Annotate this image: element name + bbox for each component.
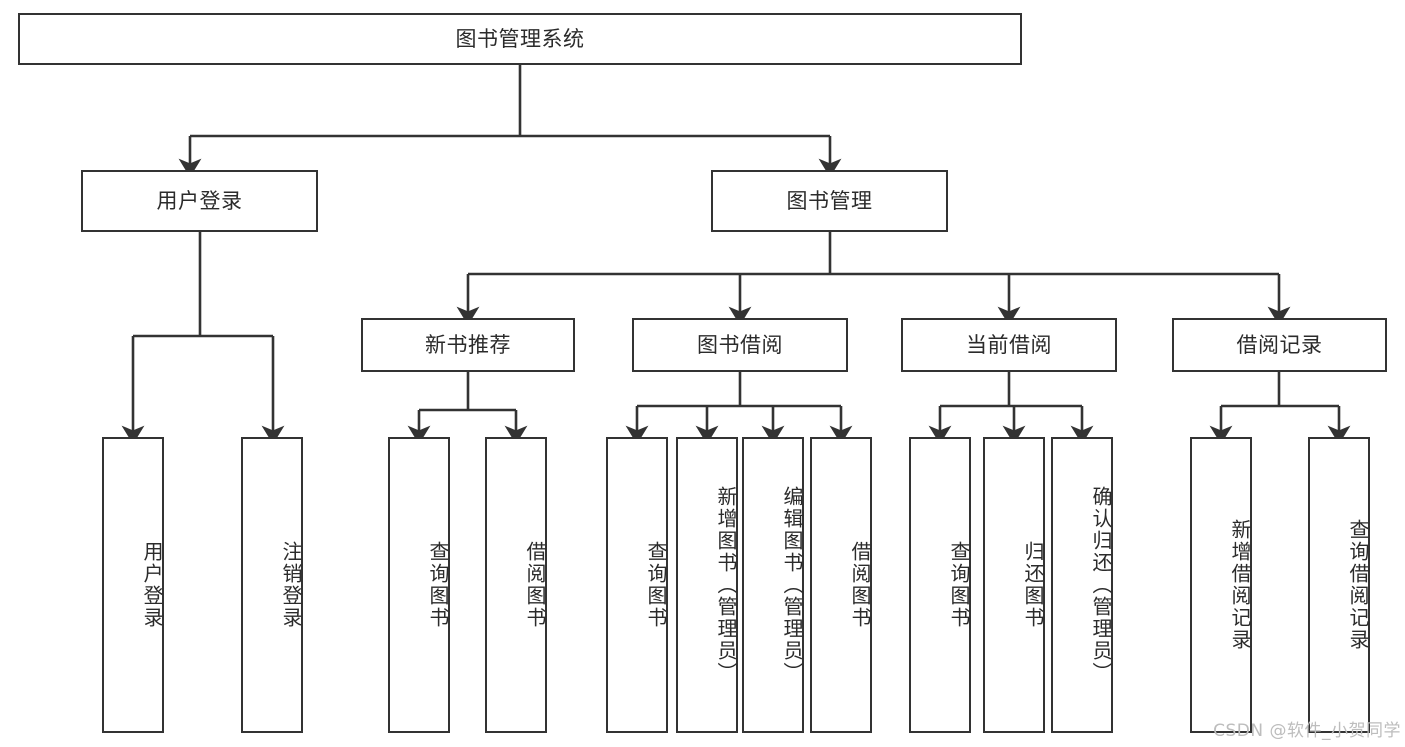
- node-leaf-add-borrow-record-label: 新增借阅记录: [1228, 519, 1252, 651]
- node-book-manage[interactable]: 图书管理: [711, 170, 948, 232]
- node-leaf-user-login-label: 用户登录: [140, 541, 164, 629]
- node-leaf-add-borrow-record[interactable]: 新增借阅记录: [1190, 437, 1252, 733]
- node-leaf-borrow-book[interactable]: 借阅图书: [810, 437, 872, 733]
- node-leaf-query-borrow-record[interactable]: 查询借阅记录: [1308, 437, 1370, 733]
- node-leaf-query-borrow-record-label: 查询借阅记录: [1346, 519, 1370, 651]
- node-leaf-user-login[interactable]: 用户登录: [102, 437, 164, 733]
- node-current-borrow-label: 当前借阅: [966, 332, 1052, 357]
- node-book-borrow-label: 图书借阅: [697, 332, 783, 357]
- node-root-system[interactable]: 图书管理系统: [18, 13, 1022, 65]
- node-new-book-recommend-label: 新书推荐: [425, 332, 511, 357]
- node-leaf-query-book-current[interactable]: 查询图书: [909, 437, 971, 733]
- node-leaf-borrow-book-recommend[interactable]: 借阅图书: [485, 437, 547, 733]
- node-leaf-edit-book-admin-label: 编辑图书（管理员）: [780, 486, 804, 684]
- node-root-label: 图书管理系统: [455, 26, 585, 51]
- node-borrow-record-label: 借阅记录: [1236, 332, 1323, 357]
- node-book-manage-label: 图书管理: [786, 188, 873, 213]
- node-leaf-return-book[interactable]: 归还图书: [983, 437, 1045, 733]
- node-leaf-return-book-label: 归还图书: [1021, 541, 1045, 629]
- node-leaf-confirm-return-admin[interactable]: 确认归还（管理员）: [1051, 437, 1113, 733]
- watermark-text: CSDN @软件_小贺同学: [1213, 721, 1401, 741]
- node-user-login[interactable]: 用户登录: [81, 170, 318, 232]
- node-new-book-recommend[interactable]: 新书推荐: [361, 318, 575, 372]
- node-leaf-confirm-return-admin-label: 确认归还（管理员）: [1089, 486, 1113, 684]
- node-leaf-user-logout-label: 注销登录: [279, 541, 303, 629]
- node-current-borrow[interactable]: 当前借阅: [901, 318, 1117, 372]
- node-user-login-label: 用户登录: [156, 188, 243, 213]
- node-book-borrow[interactable]: 图书借阅: [632, 318, 848, 372]
- node-leaf-query-book-recommend-label: 查询图书: [426, 541, 450, 629]
- node-leaf-query-book-borrow-label: 查询图书: [644, 541, 668, 629]
- node-leaf-add-book-admin[interactable]: 新增图书（管理员）: [676, 437, 738, 733]
- node-leaf-query-book-recommend[interactable]: 查询图书: [388, 437, 450, 733]
- node-leaf-query-book-borrow[interactable]: 查询图书: [606, 437, 668, 733]
- node-leaf-borrow-book-recommend-label: 借阅图书: [523, 541, 547, 629]
- node-borrow-record[interactable]: 借阅记录: [1172, 318, 1387, 372]
- node-leaf-borrow-book-label: 借阅图书: [848, 541, 872, 629]
- node-leaf-query-book-current-label: 查询图书: [947, 541, 971, 629]
- node-leaf-user-logout[interactable]: 注销登录: [241, 437, 303, 733]
- node-leaf-edit-book-admin[interactable]: 编辑图书（管理员）: [742, 437, 804, 733]
- node-leaf-add-book-admin-label: 新增图书（管理员）: [714, 486, 738, 684]
